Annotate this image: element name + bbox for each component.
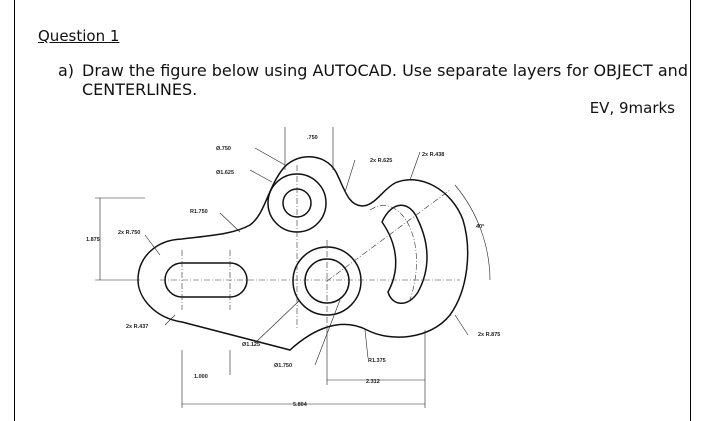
part-label: a)	[58, 61, 75, 80]
instruction-line-1: a) Draw the figure below using AUTOCAD. U…	[58, 62, 688, 80]
dim-diameter-1125: Ø1.125	[242, 342, 260, 348]
dim-angle-40: 40°	[476, 224, 484, 230]
centerlines	[160, 165, 460, 330]
question-title: Question 1	[38, 27, 120, 45]
dim-width-1000: 1.000	[194, 374, 208, 380]
marks-label: EV, 9marks	[589, 99, 675, 117]
dim-r1375: R1.375	[368, 358, 386, 364]
dimension-lines	[95, 127, 491, 408]
dim-r438: 2x R.438	[422, 152, 444, 158]
dim-diameter-1625: Ø1.625	[216, 170, 234, 176]
page-frame	[14, 0, 691, 421]
dim-diameter-1750: Ø1.750	[274, 363, 292, 369]
dim-height-1875: 1.875	[86, 237, 100, 243]
dim-r750: 2x R.750	[118, 230, 140, 236]
dim-width-5804: 5.804	[293, 402, 308, 408]
dim-r1750: R1.750	[190, 209, 208, 215]
instruction-line-2: CENTERLINES.	[82, 80, 198, 99]
object-outline	[137, 156, 469, 351]
dim-top-750: .750	[307, 135, 318, 141]
instruction-text-1: Draw the figure below using AUTOCAD. Use…	[82, 61, 688, 80]
dim-diameter-750: Ø.750	[216, 146, 231, 152]
dim-r625: 2x R.625	[370, 158, 392, 164]
dim-width-2312: 2.312	[366, 379, 380, 385]
dim-r437: 2x R.437	[126, 324, 148, 330]
dim-r875: 2x R.875	[478, 332, 500, 338]
